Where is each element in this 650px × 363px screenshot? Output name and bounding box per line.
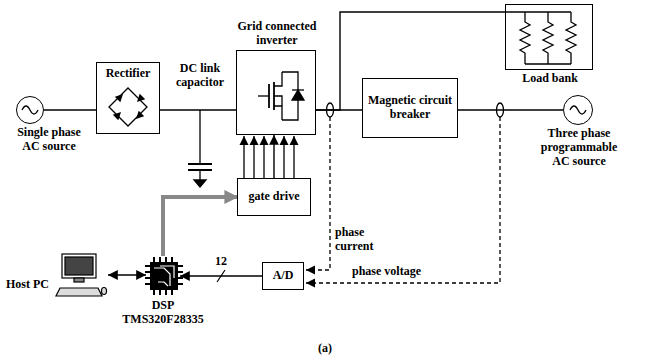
ac-source: Three phase programmable AC source — [563, 95, 593, 125]
sine-symbol — [22, 106, 38, 114]
node-label: Grid connected inverter — [229, 20, 325, 48]
mosfet-symbol — [258, 72, 304, 120]
power-wire — [458, 109, 563, 110]
node-label: Load bank — [506, 72, 594, 86]
bus-slash — [217, 270, 225, 282]
node-label: Host PC — [6, 278, 49, 292]
node-label: gate drive — [249, 190, 300, 204]
host-pc-icon — [56, 254, 107, 296]
diode-bridge — [109, 88, 147, 126]
inverter-box: Grid connected inverter — [236, 50, 316, 135]
dsp: DSP TMS320F28335 — [146, 256, 180, 296]
signal-arrow — [108, 274, 146, 275]
power-wire — [44, 109, 96, 110]
component-label: DC link capacitor — [163, 62, 237, 90]
load-bank-box: Load bank — [505, 4, 593, 70]
measurement-line — [306, 117, 500, 283]
node-label: A/D — [273, 269, 294, 283]
signal-label: phase current — [335, 226, 385, 254]
sine-symbol — [570, 106, 586, 114]
node-label: Three phase programmable AC source — [536, 127, 622, 168]
node-label: DSP TMS320F28335 — [115, 299, 211, 327]
capacitor-symbol — [188, 110, 212, 187]
gate-signal — [244, 136, 294, 178]
caption: (a) — [275, 342, 375, 356]
host-pc: Host PC — [52, 252, 108, 298]
rectifier-box: Rectifier — [96, 62, 160, 134]
node-label: Rectifier — [100, 67, 156, 81]
node-label: Magnetic circuit breaker — [366, 94, 454, 122]
bus-width: 12 — [214, 255, 228, 269]
gate-drive-box: gate drive — [237, 178, 311, 216]
measurement-line — [306, 117, 330, 270]
resistor-symbol — [505, 12, 576, 64]
ac-source: Single phase AC source — [16, 96, 44, 124]
breaker-box: Magnetic circuit breaker — [362, 78, 458, 138]
dsp-chip — [145, 257, 183, 295]
node-label: Single phase AC source — [8, 126, 90, 154]
ad-converter-box: A/D — [262, 262, 304, 290]
power-wire — [160, 109, 236, 110]
signal-label: phase voltage — [352, 265, 452, 279]
control-arrow — [163, 197, 237, 256]
signal-arrow — [273, 135, 274, 178]
